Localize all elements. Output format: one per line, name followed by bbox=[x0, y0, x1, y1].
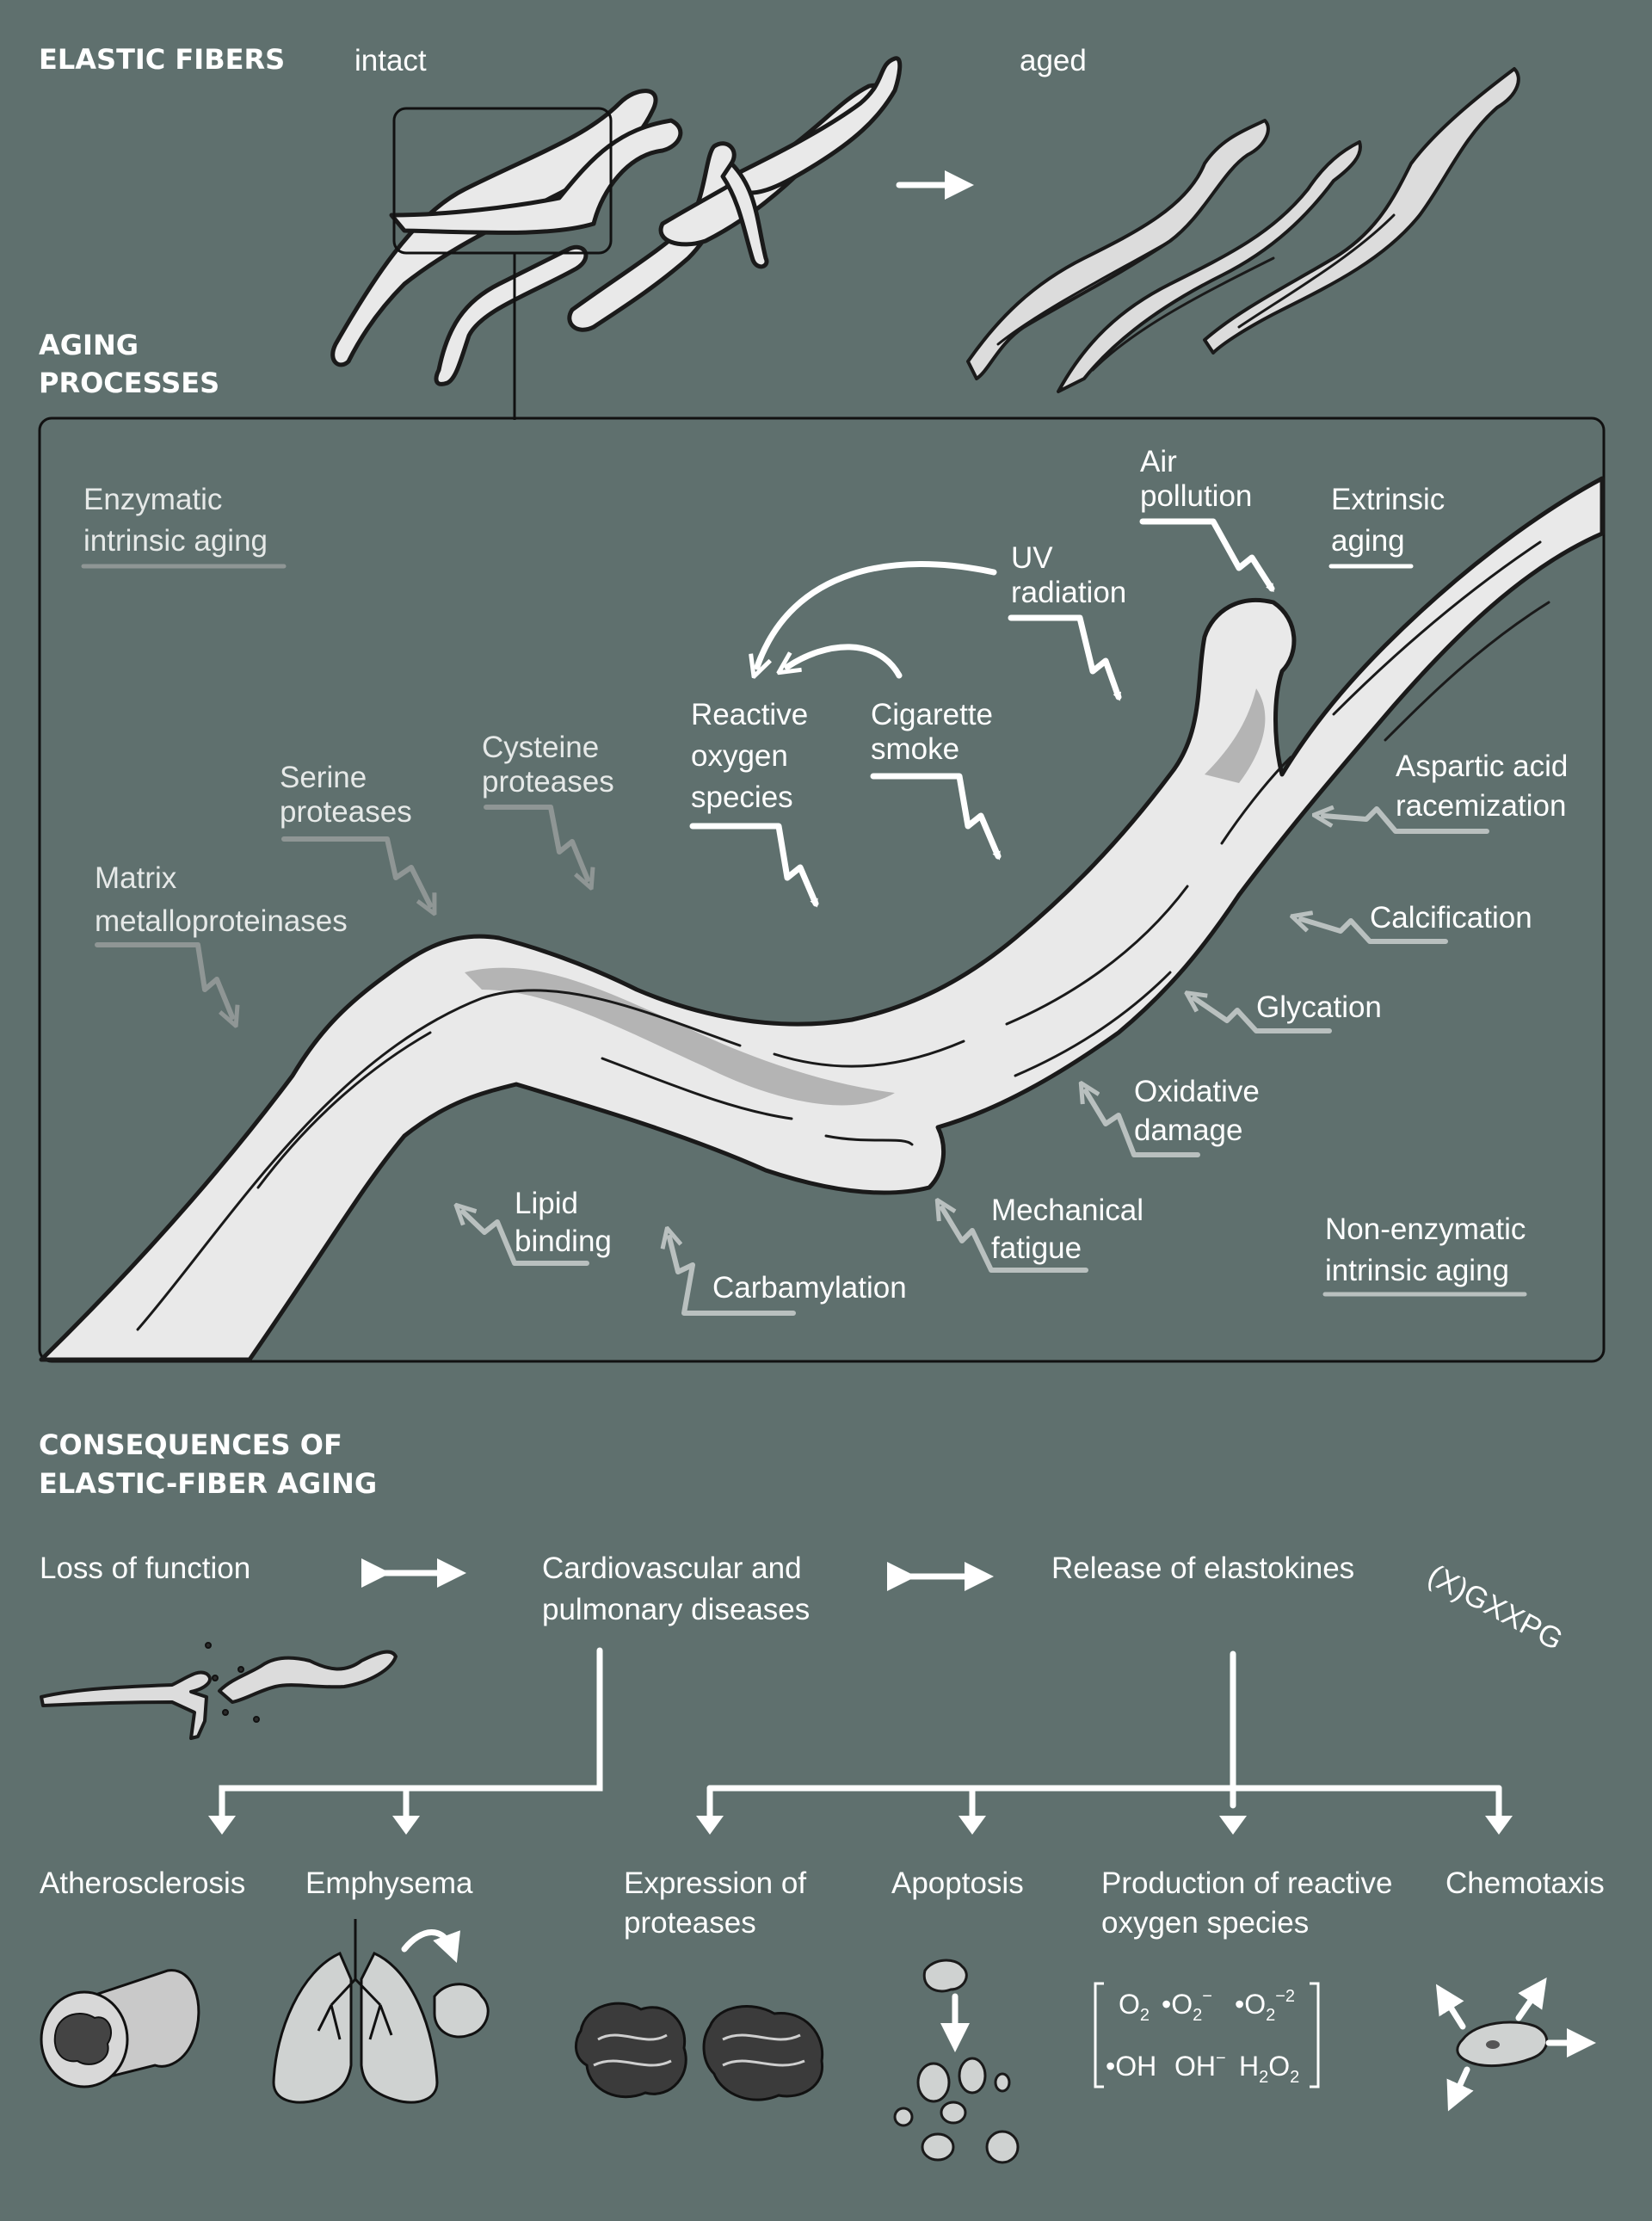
smoke-lightning-icon bbox=[870, 773, 1002, 861]
lungs-icon bbox=[272, 1919, 490, 2104]
lipid-lightning-icon bbox=[463, 1212, 589, 1266]
mechanical-lightning-icon bbox=[942, 1208, 1088, 1273]
elastokines-label: Release of elastokines bbox=[1051, 1552, 1354, 1585]
aging-heading-line2: PROCESSES bbox=[39, 367, 219, 399]
enzymatic-label-line1: Enzymatic bbox=[83, 483, 222, 516]
aged-label: aged bbox=[1020, 44, 1087, 77]
ros-superoxide: •O2− bbox=[1162, 1987, 1212, 2025]
aging-processes-panel bbox=[38, 416, 1606, 1363]
air-pollution-label-2: pollution bbox=[1140, 479, 1252, 513]
extrinsic-label-line1: Extrinsic bbox=[1331, 483, 1445, 516]
consequences-heading-line2: ELASTIC-FIBER AGING bbox=[39, 1467, 377, 1500]
ros-hydroxyl-radical: •OH bbox=[1106, 2051, 1156, 2082]
air-pollution-label-1: Air bbox=[1140, 445, 1177, 478]
mmp-label-2: metalloproteinases bbox=[95, 904, 348, 938]
lipid-label-1: Lipid bbox=[515, 1187, 578, 1220]
extrinsic-label-line2: aging bbox=[1331, 524, 1405, 558]
lipid-label-2: binding bbox=[515, 1225, 612, 1258]
serine-label-2: proteases bbox=[280, 795, 412, 829]
cysteine-label-1: Cysteine bbox=[482, 731, 599, 764]
oxidative-label-2: damage bbox=[1134, 1114, 1242, 1147]
cardio-label-2: pulmonary diseases bbox=[542, 1593, 810, 1626]
uv-label-2: radiation bbox=[1011, 576, 1126, 609]
enzymatic-label-line2: intrinsic aging bbox=[83, 524, 268, 558]
ros-label-2: oxygen bbox=[691, 739, 788, 773]
apoptosis-label: Apoptosis bbox=[891, 1866, 1024, 1900]
atherosclerosis-label: Atherosclerosis bbox=[40, 1866, 245, 1900]
motif-label: (X)GXXPG bbox=[1422, 1558, 1568, 1657]
aspartic-label-1: Aspartic acid bbox=[1396, 750, 1568, 783]
protease-icon bbox=[575, 2002, 824, 2101]
smoke-label-2: smoke bbox=[871, 732, 959, 766]
aspartic-lightning-icon bbox=[1323, 809, 1489, 834]
elastic-fibers-heading: ELASTIC FIBERS bbox=[39, 43, 285, 76]
aging-fiber bbox=[39, 476, 1605, 1362]
loss-of-function-label: Loss of function bbox=[40, 1552, 250, 1585]
ros-hydrogen-peroxide: H2O2 bbox=[1239, 2051, 1299, 2087]
mmp-lightning-icon bbox=[95, 942, 232, 1017]
carbamylation-label: Carbamylation bbox=[712, 1271, 907, 1305]
cysteine-label-2: proteases bbox=[482, 765, 614, 799]
cardio-label-1: Cardiovascular and bbox=[542, 1552, 802, 1585]
migrating-cell-icon bbox=[1435, 1977, 1596, 2112]
nonenzymatic-label-line2: intrinsic aging bbox=[1325, 1254, 1509, 1287]
smoke-to-ros-arrow bbox=[787, 644, 903, 679]
oxidative-label-1: Oxidative bbox=[1134, 1075, 1260, 1108]
calcification-lightning-icon bbox=[1301, 919, 1448, 944]
expression-label-2: proteases bbox=[624, 1906, 756, 1940]
serine-lightning-icon bbox=[281, 836, 430, 905]
production-label-1: Production of reactive bbox=[1101, 1866, 1393, 1900]
production-label-2: oxygen species bbox=[1101, 1906, 1309, 1940]
air-pollution-lightning-icon bbox=[1139, 518, 1275, 593]
consequence-connectors bbox=[208, 1647, 1513, 1835]
mechanical-label-2: fatigue bbox=[991, 1231, 1082, 1265]
oxidative-lightning-icon bbox=[1086, 1091, 1200, 1157]
serine-label-1: Serine bbox=[280, 761, 367, 794]
expression-label-1: Expression of bbox=[624, 1866, 806, 1900]
smoke-label-1: Cigarette bbox=[871, 698, 993, 731]
apoptotic-cell-icon bbox=[893, 1959, 1020, 2164]
ros-o2: O2 bbox=[1119, 1989, 1150, 2025]
aged-fibers bbox=[966, 67, 1520, 393]
ros-label-3: species bbox=[691, 780, 793, 814]
emphysema-label: Emphysema bbox=[305, 1866, 473, 1900]
glycation-lightning-icon bbox=[1194, 998, 1332, 1033]
blood-vessel-icon bbox=[40, 1969, 200, 2088]
aspartic-label-2: racemization bbox=[1396, 789, 1566, 823]
ros-species-formulas: O2 •O2− •O2−2 •OH OH− H2O2 bbox=[1094, 1982, 1320, 2088]
ros-label-1: Reactive bbox=[691, 698, 808, 731]
mmp-label-1: Matrix bbox=[95, 861, 177, 895]
carbamylation-lightning-icon bbox=[669, 1237, 796, 1316]
ros-peroxide-ion: •O2−2 bbox=[1235, 1987, 1295, 2025]
mechanical-label-1: Mechanical bbox=[991, 1194, 1143, 1227]
uv-lightning-icon bbox=[1008, 614, 1122, 701]
glycation-label: Glycation bbox=[1256, 990, 1382, 1024]
uv-label-1: UV bbox=[1011, 541, 1053, 575]
intact-label: intact bbox=[354, 44, 427, 77]
ros-hydroxide: OH− bbox=[1174, 2049, 1226, 2082]
intact-fibers bbox=[330, 56, 903, 420]
calcification-label: Calcification bbox=[1370, 901, 1532, 935]
ros-lightning-icon bbox=[689, 823, 819, 908]
consequences-heading-line1: CONSEQUENCES OF bbox=[39, 1428, 342, 1461]
chemotaxis-label: Chemotaxis bbox=[1446, 1866, 1605, 1900]
nonenzymatic-label-line1: Non-enzymatic bbox=[1325, 1212, 1526, 1246]
broken-fiber-icon bbox=[40, 1642, 398, 1740]
aging-heading-line1: AGING bbox=[39, 329, 139, 361]
uv-to-ros-arrow bbox=[757, 560, 997, 667]
cysteine-lightning-icon bbox=[484, 805, 588, 879]
